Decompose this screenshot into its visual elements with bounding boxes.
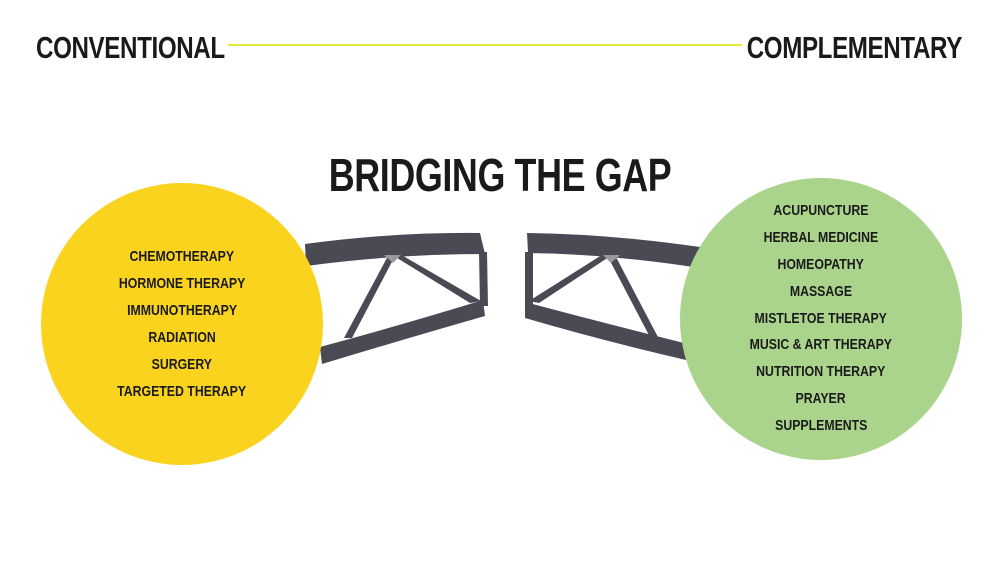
header-divider-line: [228, 44, 742, 46]
conventional-item: RADIATION: [148, 329, 216, 346]
left-bridge-deck: [305, 232, 485, 266]
complementary-item: ACUPUNCTURE: [773, 202, 869, 220]
conventional-header: CONVENTIONAL: [36, 30, 225, 65]
complementary-item: MUSIC & ART THERAPY: [749, 336, 893, 354]
left-bridge-strut-diagonal-b: [389, 253, 481, 303]
complementary-item: PRAYER: [795, 389, 847, 407]
conventional-item: SURGERY: [151, 356, 213, 373]
complementary-header: COMPLEMENTARY: [746, 30, 963, 65]
diagram-title: BRIDGING THE GAP: [328, 149, 672, 201]
complementary-item: MASSAGE: [789, 282, 853, 300]
conventional-item: HORMONE THERAPY: [118, 275, 246, 292]
complementary-item: HERBAL MEDICINE: [763, 229, 879, 247]
right-bridge-strut-vertical: [525, 252, 533, 306]
left-bridge-joint: [384, 255, 401, 263]
left-bridge-strut-vertical: [479, 252, 488, 306]
left-bridge-arch: [320, 300, 485, 364]
complementary-item: MISTLETOE THERAPY: [754, 309, 888, 327]
right-bridge-strut-diagonal-a: [608, 257, 659, 339]
right-bridge-arch: [525, 302, 688, 360]
complementary-item: SUPPLEMENTS: [774, 416, 868, 434]
complementary-item: NUTRITION THERAPY: [756, 363, 886, 381]
complementary-item: HOMEOPATHY: [777, 256, 865, 273]
conventional-item: CHEMOTHERAPY: [129, 248, 235, 265]
left-bridge-half: [305, 232, 488, 364]
right-bridge-strut-diagonal-b: [529, 253, 615, 303]
left-bridge-strut-diagonal-a: [344, 256, 395, 338]
right-bridge-half: [525, 233, 700, 360]
right-bridge-joint: [603, 255, 620, 263]
conventional-circle: CHEMOTHERAPY HORMONE THERAPY IMMUNOTHERA…: [41, 183, 323, 465]
right-bridge-deck: [527, 233, 700, 268]
complementary-circle: ACUPUNCTURE HERBAL MEDICINE HOMEOPATHY M…: [680, 178, 962, 460]
conventional-item: IMMUNOTHERAPY: [126, 302, 238, 319]
conventional-item: TARGETED THERAPY: [117, 383, 247, 400]
